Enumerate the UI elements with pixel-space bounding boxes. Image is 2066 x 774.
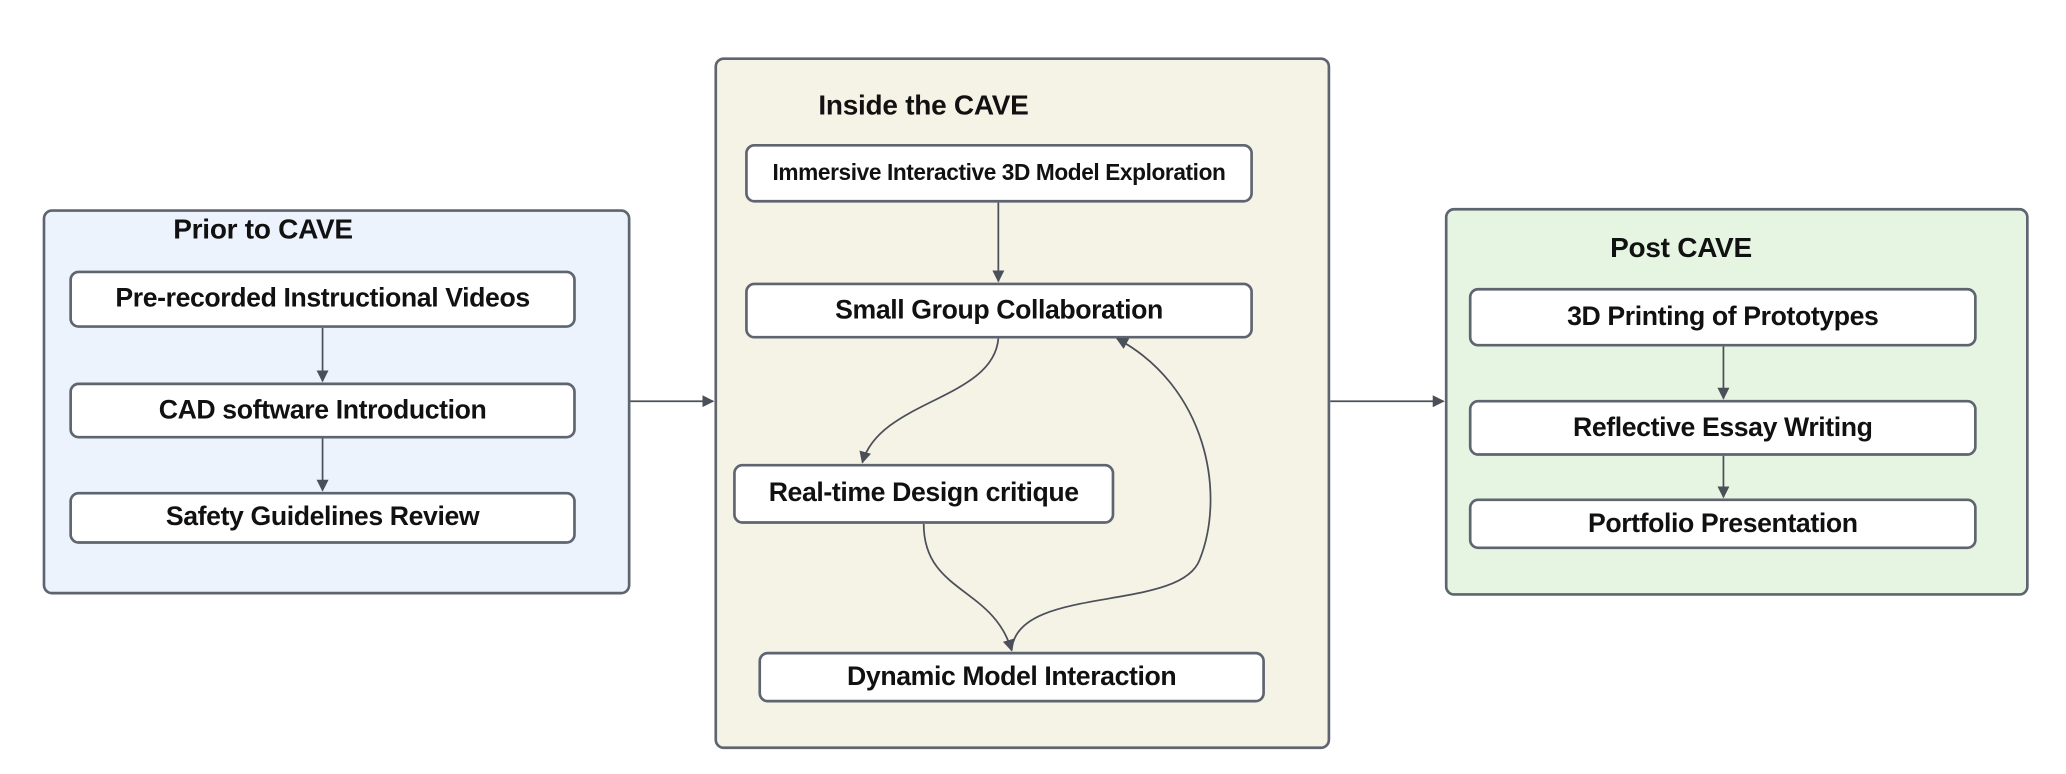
step-real-time-design-critique: Real-time Design critique [733, 463, 1115, 524]
step-pre-recorded-videos: Pre-recorded Instructional Videos [69, 270, 576, 328]
arrow-critique-to-dynamic [922, 523, 1015, 652]
step-dynamic-model-interaction: Dynamic Model Interaction [758, 651, 1265, 703]
step-safety-guidelines-review: Safety Guidelines Review [69, 491, 576, 544]
panel-title-prior: Prior to CAVE [173, 214, 353, 246]
panel-title-inside: Inside the CAVE [818, 90, 1029, 122]
arrow-dynamic-to-collaboration [1010, 337, 1212, 651]
step-3d-printing-prototypes: 3D Printing of Prototypes [1468, 287, 1977, 347]
step-cad-software-introduction: CAD software Introduction [69, 382, 576, 439]
step-small-group-collaboration: Small Group Collaboration [745, 282, 1253, 339]
panel-title-post: Post CAVE [1610, 233, 1752, 264]
step-immersive-3d-exploration: Immersive Interactive 3D Model Explorati… [745, 143, 1253, 203]
step-reflective-essay-writing: Reflective Essay Writing [1468, 399, 1977, 456]
step-portfolio-presentation: Portfolio Presentation [1468, 498, 1977, 550]
arrow-collaboration-to-critique [859, 338, 1000, 464]
